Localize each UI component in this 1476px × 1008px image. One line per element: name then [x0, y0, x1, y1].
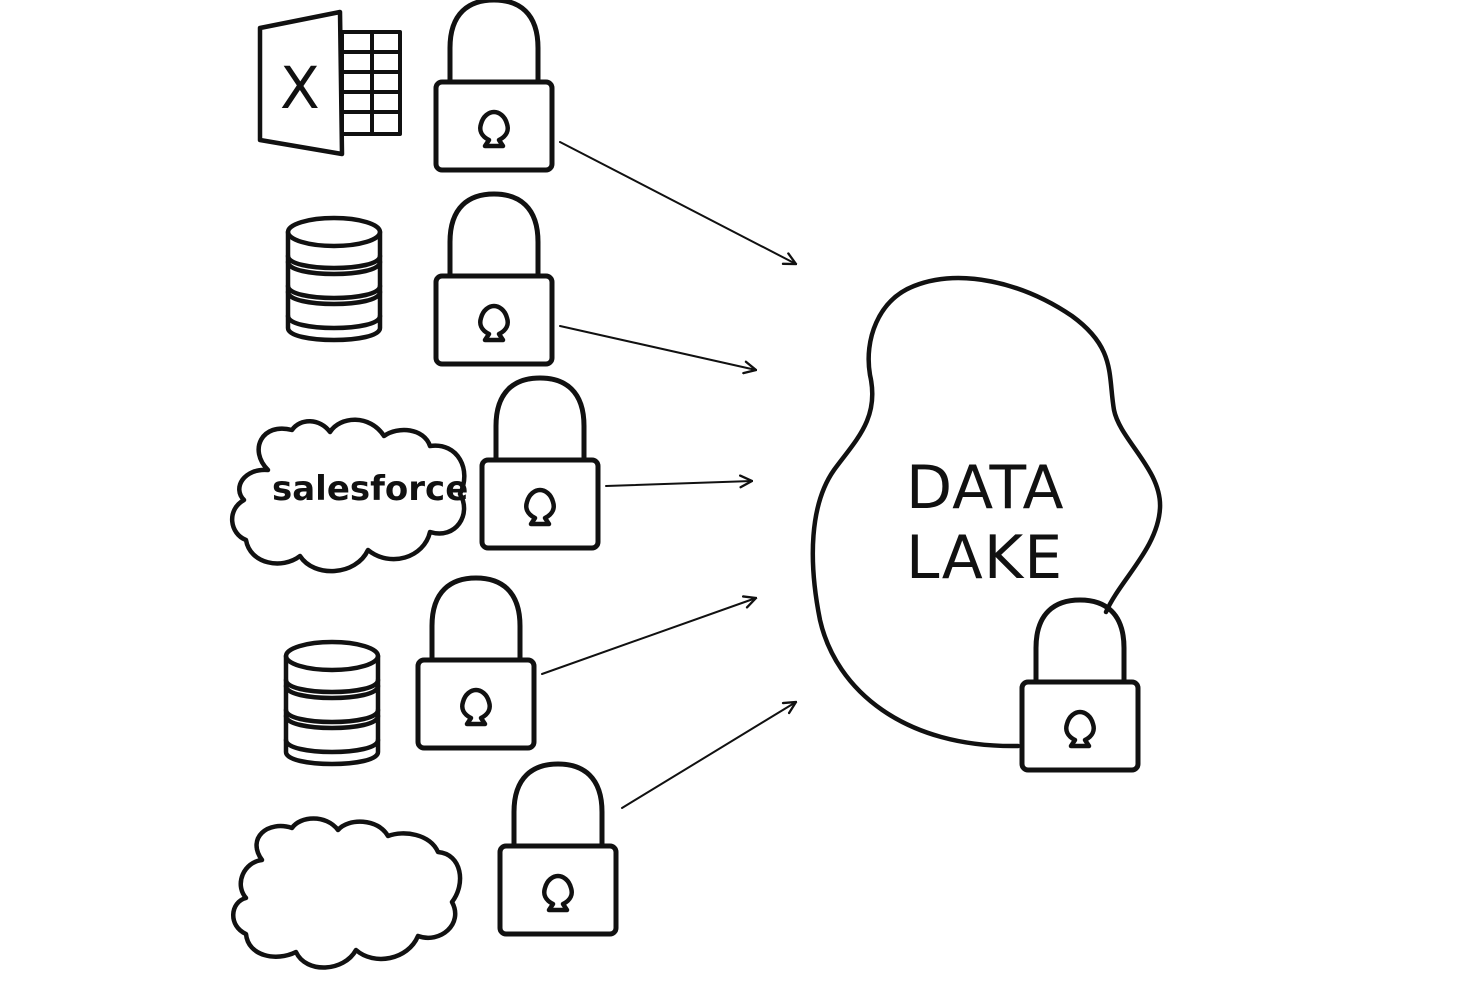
- data-lake: DATA LAKE: [810, 275, 1163, 749]
- padlock-icon: [418, 578, 534, 748]
- database-icon: [286, 642, 378, 764]
- data-lake-outline: [810, 275, 1163, 749]
- data-lake-label-line1: DATA: [906, 453, 1065, 523]
- padlock-icon: [1022, 600, 1138, 770]
- arrow: [541, 598, 756, 675]
- arrows: [541, 141, 796, 809]
- padlock-icon: [482, 378, 598, 548]
- padlock-icon: [500, 764, 616, 934]
- arrow: [559, 325, 756, 370]
- salesforce-label: salesforce: [272, 469, 468, 509]
- excel-x-glyph: X: [280, 54, 320, 122]
- arrow: [621, 702, 796, 809]
- cloud-icon: [231, 816, 463, 970]
- excel-spreadsheet-icon: X: [257, 9, 402, 157]
- salesforce-cloud-icon: salesforce: [230, 417, 468, 574]
- database-icon: [288, 218, 380, 340]
- arrow: [559, 141, 796, 264]
- padlock-icon: [436, 194, 552, 364]
- data-lake-label-line2: LAKE: [906, 523, 1063, 593]
- padlock-icon: [436, 0, 552, 170]
- arrow: [605, 481, 752, 486]
